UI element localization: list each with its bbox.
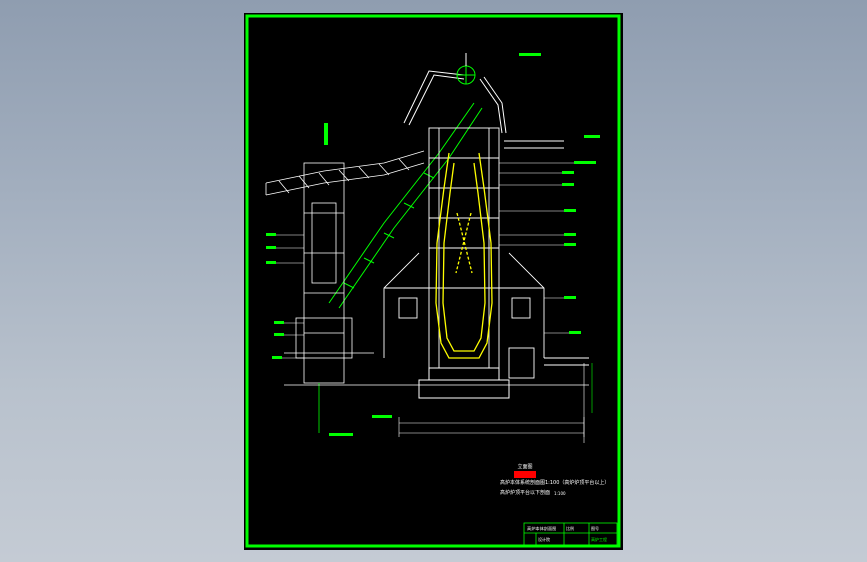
furnace-hearth <box>418 367 510 399</box>
skip-bridge <box>328 102 483 309</box>
title-block-name: 高炉本体剖面图 <box>527 525 556 532</box>
title-block-company: 设计院 <box>538 536 550 542</box>
left-tower <box>284 162 374 433</box>
title-block-scale: 比例 <box>566 525 574 531</box>
caption-scale: 1:100 <box>554 491 566 496</box>
red-title-box <box>514 471 536 478</box>
dimension-lines <box>398 363 593 443</box>
drawing-sheet: 立面图 高炉本体系统剖面图1:100（高炉炉顶平台以上） 高炉炉顶平台以下剖面 … <box>244 13 623 550</box>
title-block-sheet: 图号 <box>591 525 599 531</box>
callout-leaders-left <box>274 234 304 359</box>
furnace-shell <box>435 152 493 359</box>
section-title: 立面图 <box>517 463 532 470</box>
caption-line-2: 高炉炉顶平台以下剖面 <box>500 489 550 496</box>
title-block-project: 高炉工程 <box>591 536 607 542</box>
outer-frame <box>245 14 621 548</box>
blast-furnace-section-drawing: 立面图 高炉本体系统剖面图1:100（高炉炉顶平台以上） 高炉炉顶平台以下剖面 … <box>245 14 621 548</box>
callout-leaders <box>499 162 579 334</box>
title-block <box>523 522 618 546</box>
casthouse <box>383 252 589 379</box>
callout-tags-right <box>519 53 600 334</box>
left-truss <box>265 150 425 196</box>
top-bleeder <box>403 53 507 134</box>
callout-tags-left <box>266 123 392 436</box>
caption-line-1: 高炉本体系统剖面图1:100（高炉炉顶平台以上） <box>500 479 609 486</box>
